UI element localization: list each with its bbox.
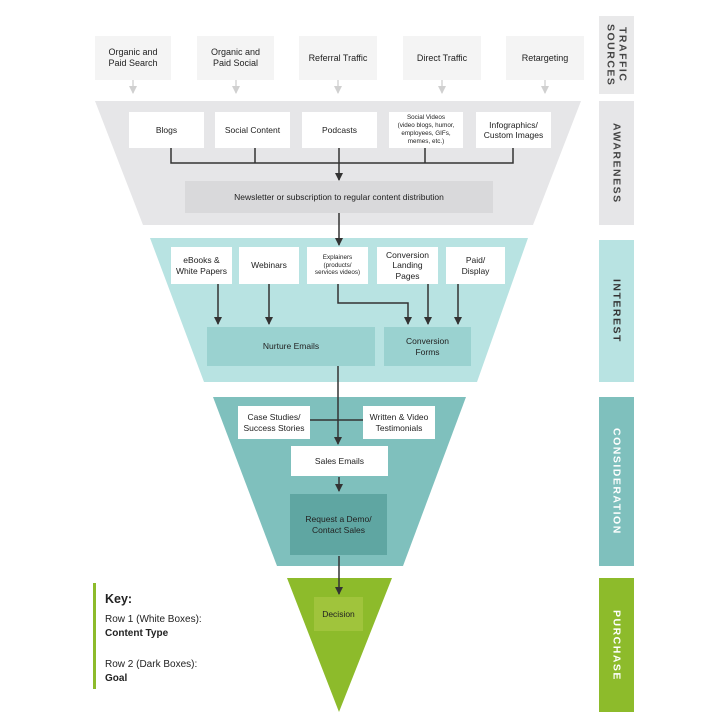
stage-label-interest: INTEREST xyxy=(610,279,623,343)
content-sales-emails: Sales Emails xyxy=(291,446,388,476)
goal-nurture-emails: Nurture Emails xyxy=(207,327,375,366)
content-blogs: Blogs xyxy=(129,112,204,148)
goal-decision: Decision xyxy=(314,597,363,631)
goal-newsletter: Newsletter or subscription to regular co… xyxy=(185,181,493,213)
traffic-source-direct: Direct Traffic xyxy=(403,36,481,80)
content-webinars: Webinars xyxy=(239,247,299,284)
stage-label-consideration: CONSIDERATION xyxy=(610,428,623,535)
content-social-videos: Social Videos(video blogs, humor,employe… xyxy=(389,112,463,148)
key-row1-value: Content Type xyxy=(105,628,169,639)
consideration-tab xyxy=(599,397,634,566)
traffic-source-referral: Referral Traffic xyxy=(299,36,377,80)
stage-label-purchase: PURCHASE xyxy=(610,609,623,681)
content-paid-display: Paid/Display xyxy=(446,247,505,284)
content-explainers: Explainers(products/services videos) xyxy=(307,247,368,284)
explainers-arrow xyxy=(337,284,412,325)
key-row2-label: Row 2 (Dark Boxes): xyxy=(105,659,198,670)
content-case-studies: Case Studies/Success Stories xyxy=(238,406,310,439)
key-row2-value: Goal xyxy=(105,673,128,684)
content-ebooks: eBooks &White Papers xyxy=(171,247,232,284)
key-row1-label: Row 1 (White Boxes): xyxy=(105,614,202,625)
stage-label-awareness: AWARENESS xyxy=(610,122,623,204)
awareness-tab xyxy=(599,101,634,225)
content-podcasts: Podcasts xyxy=(302,112,377,148)
content-infographics: Infographics/Custom Images xyxy=(476,112,551,148)
traffic-source-retargeting: Retargeting xyxy=(506,36,584,80)
interest-tab xyxy=(599,240,634,382)
key-title: Key: xyxy=(105,592,133,606)
purchase-section xyxy=(287,578,392,712)
awareness-connector xyxy=(170,148,514,164)
traffic-sources-tab xyxy=(599,16,634,94)
content-social-content: Social Content xyxy=(215,112,290,148)
purchase-tab xyxy=(599,578,634,712)
goal-request-demo: Request a Demo/Contact Sales xyxy=(290,494,387,555)
key-bar xyxy=(93,583,96,689)
